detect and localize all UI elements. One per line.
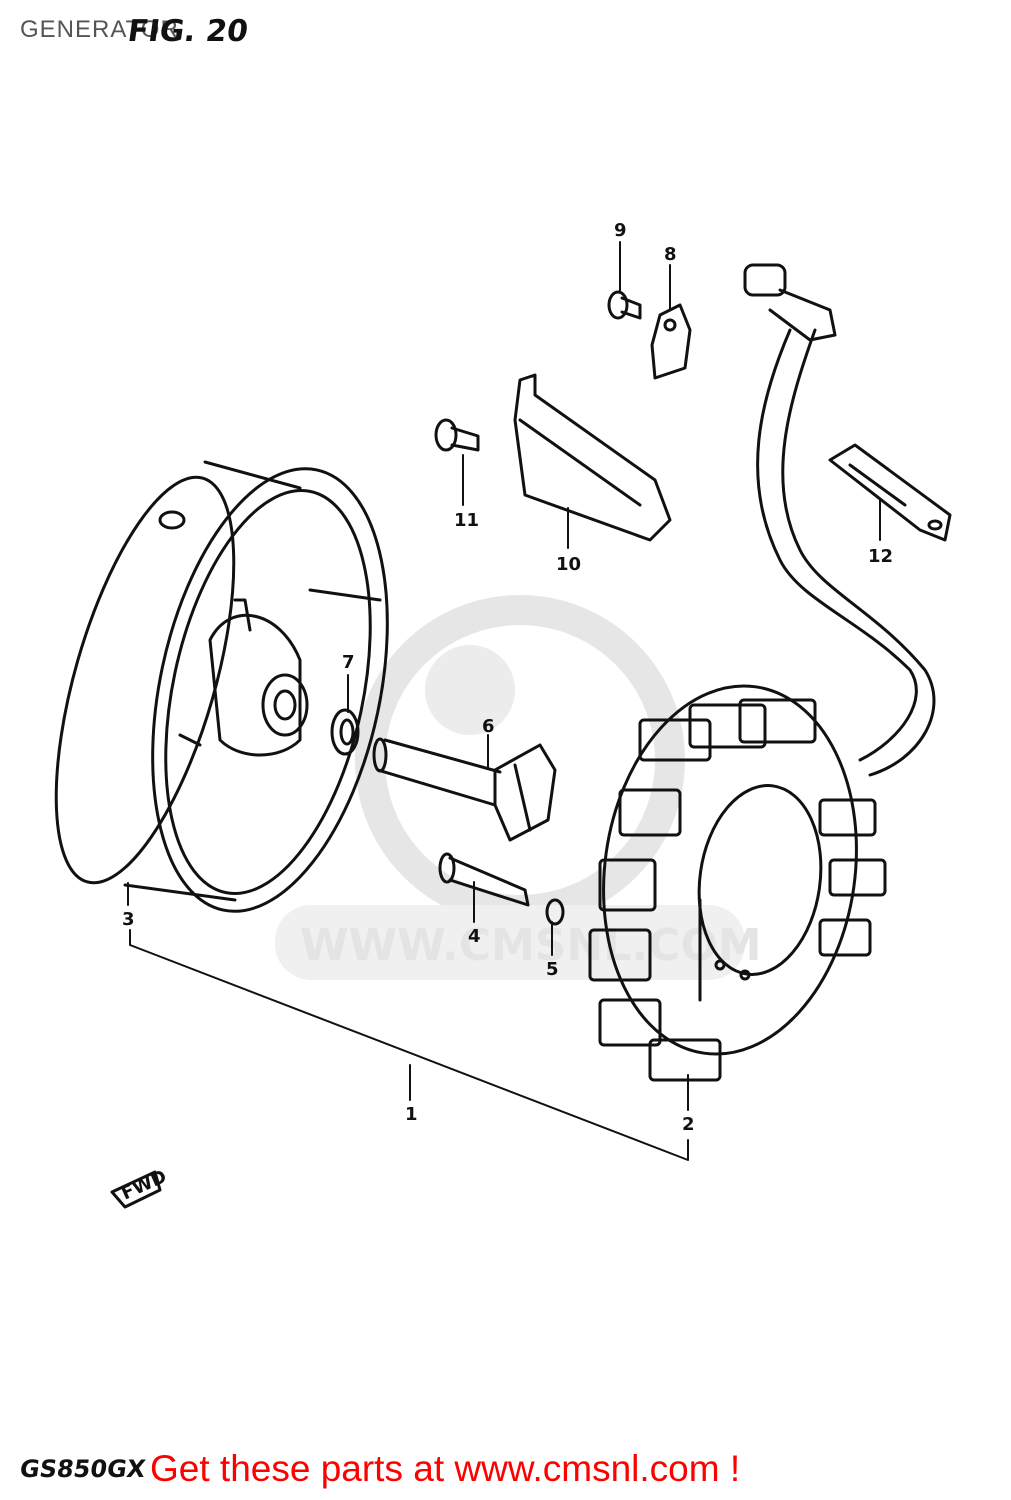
callout-7: 7 <box>342 652 355 673</box>
callout-5: 5 <box>546 959 559 980</box>
bolt-part-6 <box>372 737 557 842</box>
washer-part-7 <box>330 708 360 756</box>
leader-lines <box>127 241 881 1161</box>
fwd-arrow-icon <box>110 1170 162 1209</box>
callout-2: 2 <box>682 1114 695 1135</box>
callout-11: 11 <box>454 510 479 531</box>
plate-part-8 <box>650 303 692 380</box>
callout-4: 4 <box>468 926 481 947</box>
washer-part-5 <box>545 898 565 926</box>
callout-9: 9 <box>614 220 627 241</box>
cover-plate-part-10 <box>513 373 672 542</box>
bolt-part-11 <box>434 418 480 452</box>
cmsnl-parts-link[interactable]: Get these parts at www.cmsnl.com ! <box>150 1448 741 1489</box>
callout-10: 10 <box>556 554 581 575</box>
rotor-part-3 <box>54 460 389 913</box>
bolt-part-9 <box>607 290 642 320</box>
watermark-text: WWW.CMSNL.COM <box>300 920 762 971</box>
stator-part-2 <box>588 684 887 1082</box>
wire-harness <box>743 263 936 777</box>
page-title: GENERATOR <box>20 16 179 43</box>
callout-6: 6 <box>482 716 495 737</box>
callout-12: 12 <box>868 546 893 567</box>
callout-1: 1 <box>405 1104 418 1125</box>
model-code: GS850GX <box>18 1455 148 1483</box>
callout-3: 3 <box>122 909 135 930</box>
callout-8: 8 <box>664 244 677 265</box>
watermark: WWW.CMSNL.COM <box>275 595 762 980</box>
screw-part-4 <box>438 852 530 907</box>
clamp-part-12 <box>828 443 952 542</box>
